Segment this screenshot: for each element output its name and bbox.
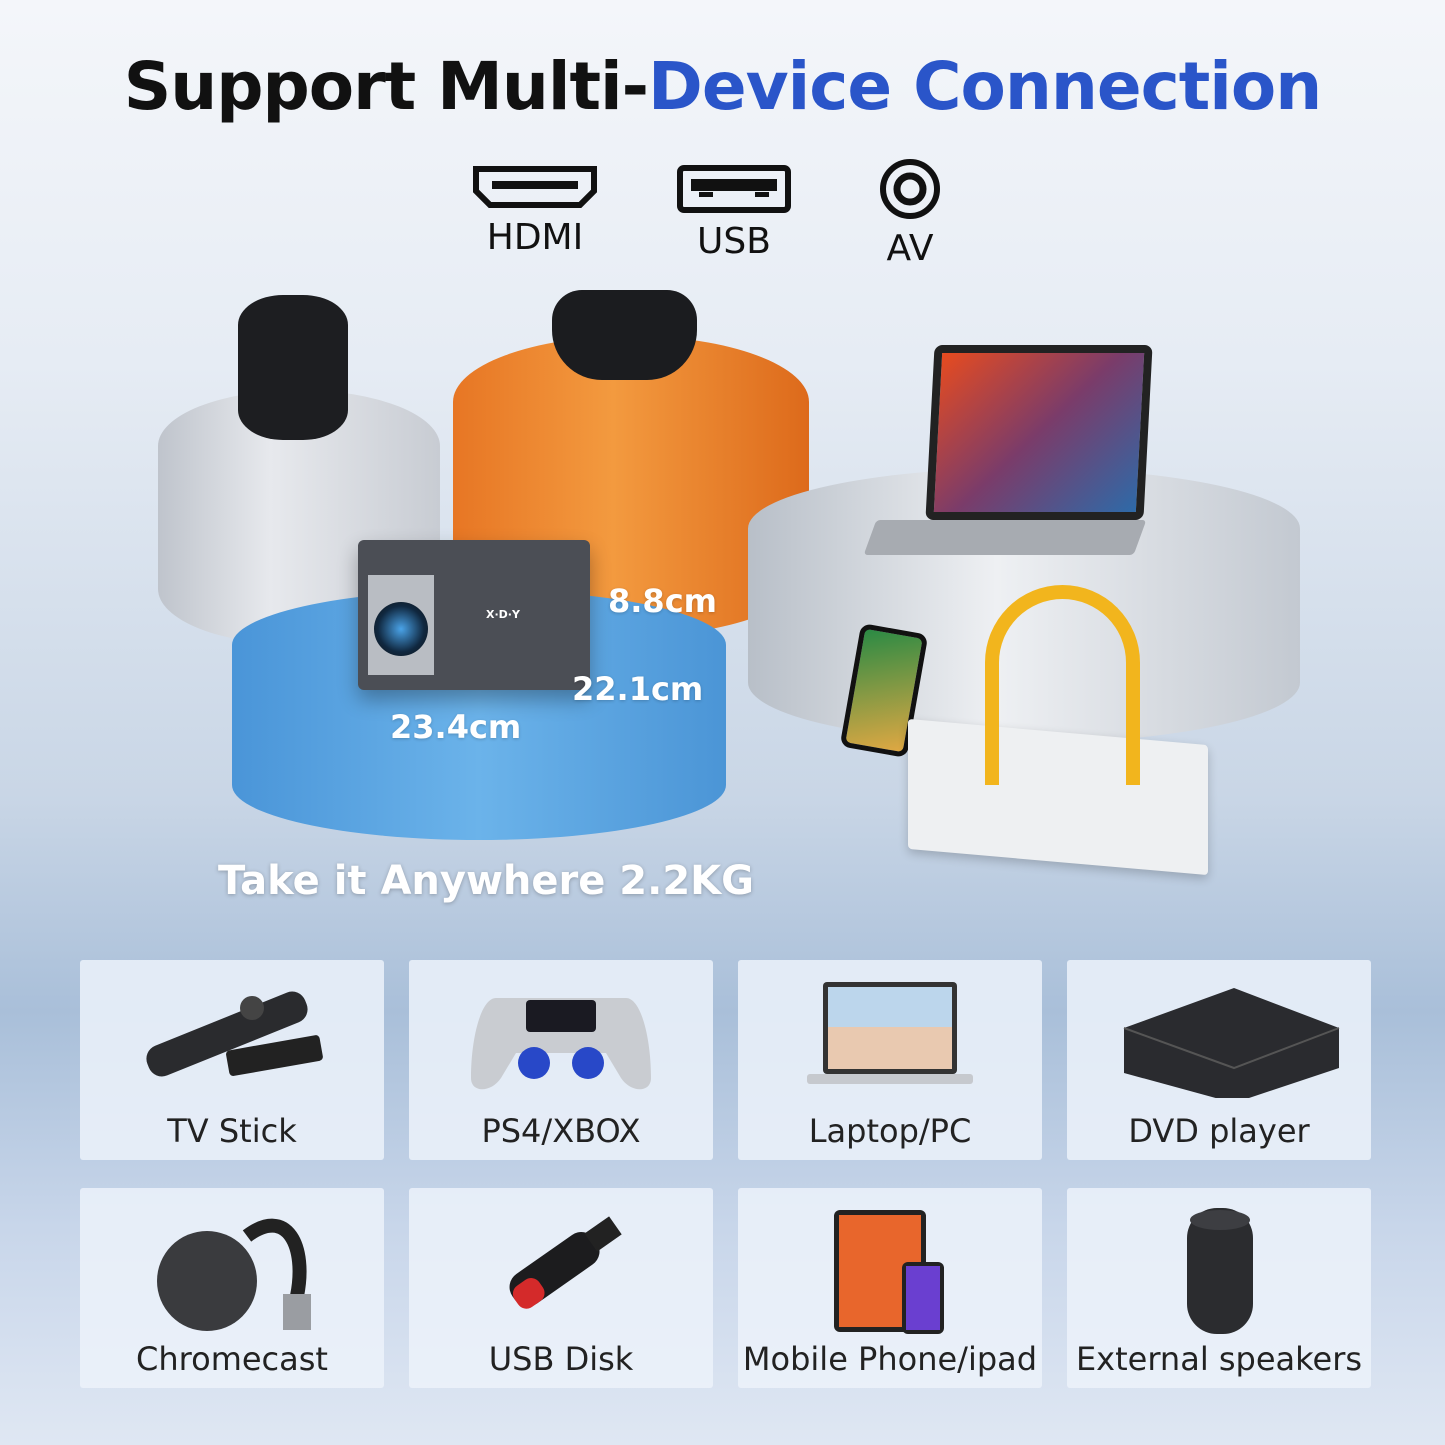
title-part2: Device Connection	[648, 48, 1322, 125]
dvd-player-icon	[1123, 988, 1340, 1098]
device-label: Mobile Phone/ipad	[742, 1340, 1038, 1378]
usb-disk-icon	[509, 1216, 622, 1309]
device-tile-mobile: Mobile Phone/ipad	[738, 1188, 1042, 1388]
device-label: External speakers	[1075, 1340, 1363, 1378]
dimension-depth: 22.1cm	[572, 670, 704, 708]
usb-port-icon	[677, 165, 791, 213]
device-label: PS4/XBOX	[481, 1112, 641, 1150]
chromecast-icon	[157, 1218, 311, 1331]
av-port-icon	[880, 159, 940, 219]
device-tile-speaker: External speakers	[1067, 1188, 1371, 1388]
port-av: AV	[860, 158, 960, 269]
port-usb: USB	[672, 165, 796, 262]
device-label: USB Disk	[488, 1340, 634, 1378]
tagline: Take it Anywhere 2.2KG	[218, 858, 754, 904]
speaker-icon	[1187, 1208, 1253, 1334]
device-tile-dvd: DVD player	[1067, 960, 1371, 1160]
projector-image: X·D·Y	[358, 540, 590, 690]
device-label: TV Stick	[167, 1112, 297, 1150]
page-title: Support Multi-Device Connection	[0, 48, 1445, 125]
device-tile-gamepad: PS4/XBOX	[409, 960, 713, 1160]
bluetooth-speaker-image	[238, 295, 348, 440]
device-label: DVD player	[1128, 1112, 1310, 1150]
title-part1: Support Multi-	[123, 48, 649, 125]
device-tile-laptop: Laptop/PC	[738, 960, 1042, 1160]
laptop-keyboard	[863, 520, 1147, 555]
tv-stick-icon	[146, 991, 323, 1077]
gamepad-icon	[471, 998, 651, 1090]
port-label: USB	[697, 221, 771, 262]
dimension-width: 23.4cm	[390, 708, 522, 746]
device-label: Chromecast	[136, 1340, 328, 1378]
port-hdmi: HDMI	[460, 165, 610, 258]
device-tile-tv-stick: TV Stick	[80, 960, 384, 1160]
dimension-height: 8.8cm	[608, 582, 717, 620]
projector-brand: X·D·Y	[486, 608, 520, 621]
hdmi-port-icon	[473, 166, 597, 208]
port-label: AV	[886, 228, 934, 269]
projector-lens	[374, 602, 428, 656]
headphones-image	[985, 585, 1140, 785]
gamepad-image	[552, 290, 697, 380]
laptop-icon	[807, 982, 973, 1084]
port-label: HDMI	[486, 217, 584, 258]
laptop-image	[925, 345, 1153, 520]
device-label: Laptop/PC	[808, 1112, 972, 1150]
device-tile-chromecast: Chromecast	[80, 1188, 384, 1388]
device-tile-usb-disk: USB Disk	[409, 1188, 713, 1388]
tablet-phone-icon	[834, 1210, 944, 1334]
